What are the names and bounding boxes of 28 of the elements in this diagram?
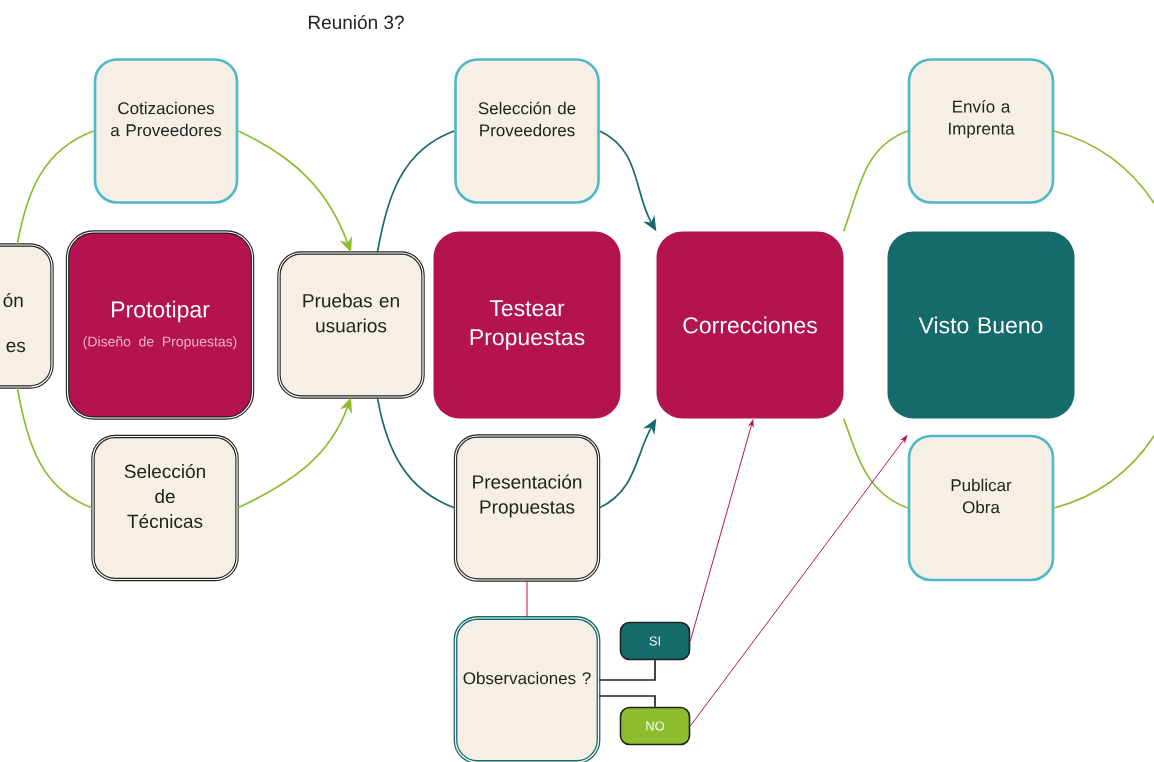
connector-line (376, 396, 456, 509)
step-box: Envío a Imprenta (907, 58, 1055, 204)
step-box: Pruebas en usuarios (277, 251, 425, 399)
phase-box: Visto Bueno (887, 231, 1075, 419)
phase-box: Prototipar (Diseño de Propuestas) (65, 230, 255, 420)
step-box: Selección de Proveedores (454, 58, 600, 204)
connector-line (526, 580, 528, 618)
step-box: Selección de Técnicas (91, 434, 239, 582)
step-box: Publicar Obra (907, 434, 1055, 582)
step-box: Presentación Propuestas (453, 434, 601, 582)
connector-line (16, 130, 95, 246)
phase-box: Testear Propuestas (433, 231, 621, 419)
connector-line (842, 130, 909, 233)
connector-line (598, 659, 656, 681)
arrow (689, 435, 908, 727)
connector-line (842, 417, 909, 509)
step-box: ón es (0, 243, 54, 389)
answer-pill: NO (619, 706, 691, 746)
arrow (689, 419, 754, 642)
connector-line (598, 695, 656, 708)
connector-line (1053, 130, 1154, 509)
heading: Reunión 3? (308, 14, 404, 30)
phase-box: Correcciones (656, 231, 844, 419)
step-box: Cotizaciones a Proveedores (93, 58, 239, 204)
answer-pill: SI (619, 621, 691, 661)
connector-line (16, 386, 94, 509)
question-box: Observaciones ? (453, 616, 601, 762)
connector-line (376, 130, 456, 254)
